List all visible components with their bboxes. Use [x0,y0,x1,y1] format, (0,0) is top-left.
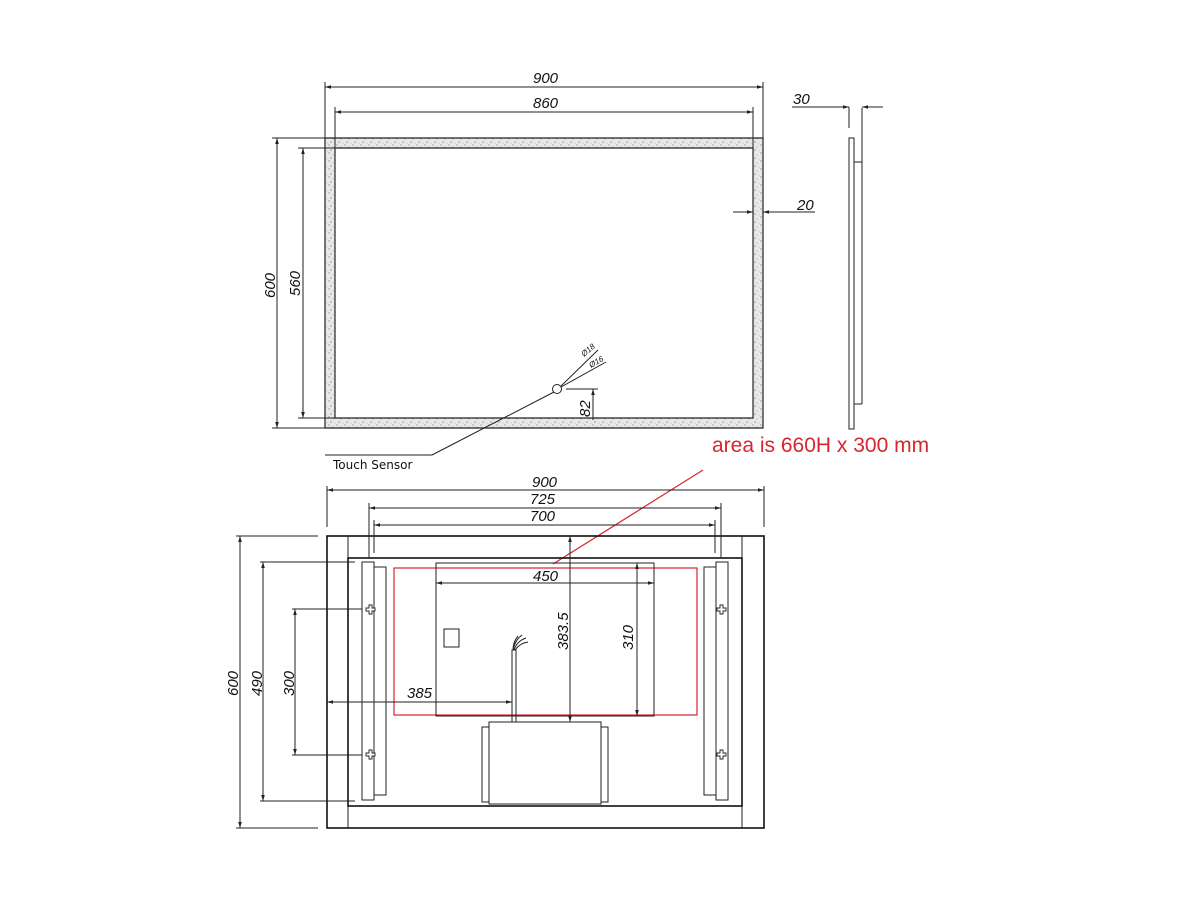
driver-panel [435,562,655,717]
dim-hole-spacing: 300 [281,670,298,696]
side-view: 30 [792,91,883,430]
dim-driver-height: 310 [620,624,637,650]
dim-cable-offset: 385 [407,685,433,702]
touch-sensor-label: Touch Sensor [332,458,412,472]
back-view: 900 725 700 600 490 300 450 383.5 [225,474,765,829]
dim-front-width-outer: 900 [533,70,559,87]
dim-front-height-outer: 600 [262,272,279,298]
dim-front-width-inner: 860 [533,95,559,112]
mounting-area-highlight [393,567,698,716]
dim-bracket-inner: 700 [530,508,556,525]
note-leader-line [552,469,704,565]
dim-driver-top-offset: 383.5 [555,612,572,650]
mirror-frame [324,137,764,429]
transformer-box [488,721,602,805]
area-note: area is 660H x 300 mm [712,434,929,457]
dim-sensor-offset: 82 [577,400,594,417]
switch-icon [443,628,460,648]
front-view: 900 860 600 560 20 Ø18 Ø16 82 Touch Se [262,70,815,472]
sensor-outer-diameter: Ø18 [579,342,598,360]
touch-sensor-icon [552,384,562,394]
dim-back-height: 600 [225,670,242,696]
mounting-hole-icon [365,604,727,760]
power-cable [511,649,517,723]
dim-front-height-inner: 560 [287,270,304,296]
dim-back-width-outer: 900 [532,474,558,491]
dim-bracket-height: 490 [249,670,266,696]
dim-frame-width: 20 [796,197,814,214]
dim-side-depth: 30 [793,91,810,108]
dim-bracket-outer: 725 [530,491,556,508]
dim-driver-width: 450 [533,568,559,585]
